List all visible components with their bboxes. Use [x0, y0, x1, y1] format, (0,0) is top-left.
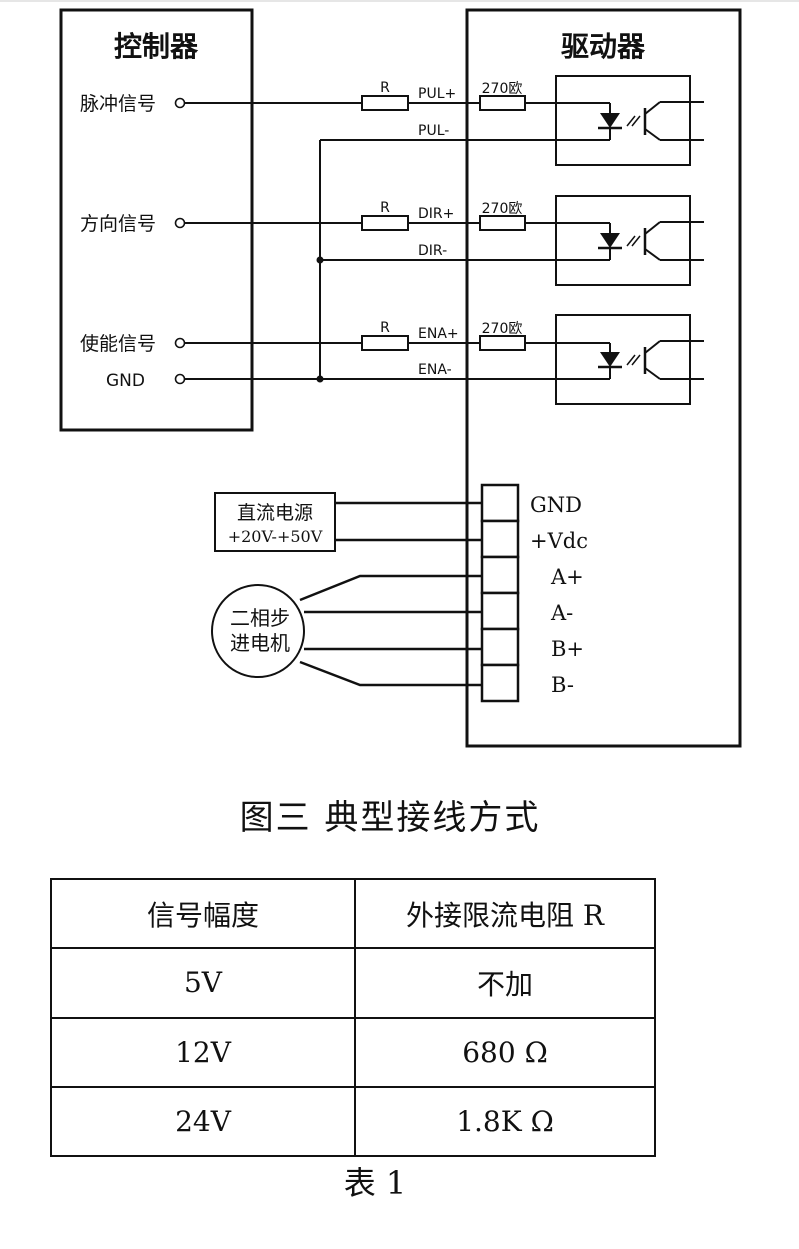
table-header-cell: 外接限流电阻 R [354, 877, 656, 950]
pul-plus-label: PUL+ [418, 86, 456, 102]
dir-plus-label: DIR+ [418, 206, 454, 222]
power-supply-line1: 直流电源 [237, 502, 313, 524]
resistor-r-dir [361, 215, 409, 231]
controller-title: 控制器 [114, 30, 199, 63]
resistor-r-pul [361, 95, 409, 111]
terminal-label-a-minus: A- [550, 601, 573, 625]
table-caption: 表 1 [343, 1164, 407, 1202]
junction-dot [316, 375, 324, 383]
controller-box [59, 8, 254, 432]
direction-signal-label: 方向信号 [80, 213, 156, 235]
table-row: 5V 不加 [50, 947, 656, 1019]
terminal-block [480, 483, 520, 703]
power-supply-line2: +20V-+50V [228, 527, 323, 546]
optocoupler-dir [555, 195, 704, 286]
table-row: 24V 1.8K Ω [50, 1085, 656, 1158]
power-supply-box [214, 492, 336, 552]
internal-resistor-pul [479, 95, 526, 111]
ena-minus-label: ENA- [418, 362, 452, 378]
resistor-r-ena [361, 335, 409, 351]
terminal-label-b-plus: B+ [551, 637, 584, 661]
direction-terminal [174, 217, 186, 229]
enable-terminal [174, 337, 186, 349]
internal-resistor-dir [479, 215, 526, 231]
pul-minus-label: PUL- [418, 123, 449, 139]
optocoupler-pul [555, 75, 704, 166]
table-header-cell: 信号幅度 [50, 877, 356, 950]
dir-minus-label: DIR- [418, 243, 447, 259]
terminal-label-vdc: +Vdc [530, 529, 588, 553]
resistor-r-label: R [380, 80, 390, 96]
table-cell: 680 Ω [354, 1016, 656, 1088]
terminal-label-gnd: GND [530, 493, 582, 517]
resistor-r-label: R [380, 200, 390, 216]
gnd-label: GND [106, 371, 145, 391]
enable-signal-label: 使能信号 [80, 333, 156, 355]
figure-caption: 图三 典型接线方式 [239, 798, 541, 838]
internal-resistor-label: 270欧 [482, 321, 523, 337]
motor-line1: 二相步 [230, 606, 290, 630]
table-cell: 5V [50, 947, 356, 1019]
internal-resistor-label: 270欧 [482, 81, 523, 97]
table-cell: 不加 [354, 947, 656, 1019]
table-header-row: 信号幅度 外接限流电阻 R [50, 877, 656, 950]
table-row: 12V 680 Ω [50, 1016, 656, 1088]
table-cell: 1.8K Ω [354, 1085, 656, 1158]
driver-title: 驱动器 [561, 30, 646, 63]
table-cell: 24V [50, 1085, 356, 1158]
optocoupler-ena [555, 314, 704, 405]
wiring-diagram: 控制器 脉冲信号 方向信号 使能信号 GND 驱动器 [0, 0, 799, 748]
terminal-label-a-plus: A+ [550, 565, 584, 589]
terminal-label-b-minus: B- [551, 673, 574, 697]
resistor-r-label: R [380, 320, 390, 336]
resistor-spec-table: 信号幅度 外接限流电阻 R 5V 不加 12V 680 Ω 24V 1.8K Ω [50, 877, 656, 1158]
internal-resistor-label: 270欧 [482, 201, 523, 217]
pulse-signal-label: 脉冲信号 [80, 93, 156, 115]
junction-dot [316, 256, 324, 264]
motor-line2: 进电机 [230, 631, 290, 655]
table-cell: 12V [50, 1016, 356, 1088]
internal-resistor-ena [479, 335, 526, 351]
pulse-terminal [174, 97, 186, 109]
stepper-motor [211, 584, 305, 678]
ena-plus-label: ENA+ [418, 326, 459, 342]
gnd-terminal [174, 373, 186, 385]
